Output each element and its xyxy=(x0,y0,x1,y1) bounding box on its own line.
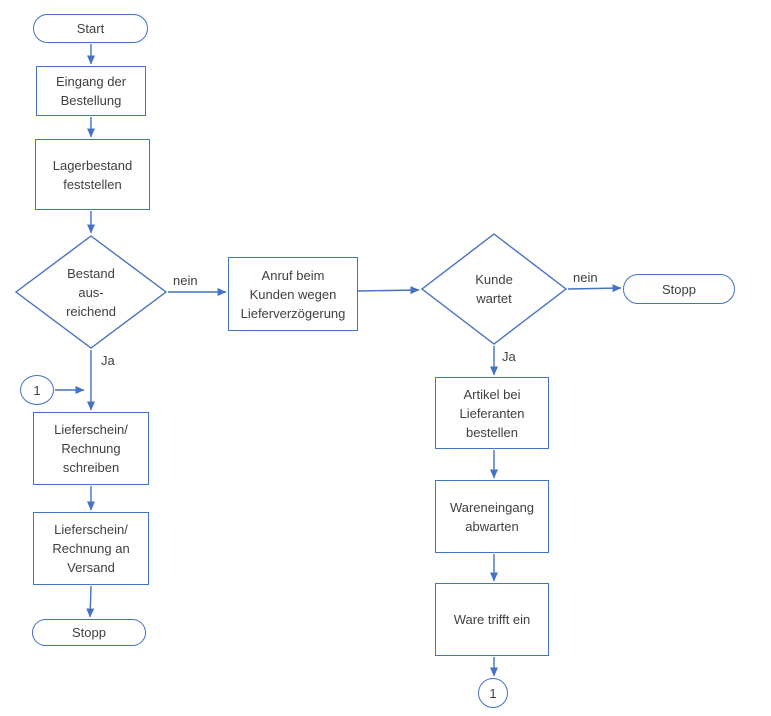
process-ware-trifft-ein: Ware trifft ein xyxy=(435,583,549,656)
terminator-stopp-right: Stopp xyxy=(623,274,735,304)
decision-kunde-wartet: Kunde wartet xyxy=(421,233,567,345)
node-label: 1 xyxy=(33,382,41,398)
decision-bestand-ausreichend: Bestand aus- reichend xyxy=(15,235,167,349)
diamond-shape xyxy=(15,235,167,349)
edge-versand-stopp xyxy=(86,585,95,618)
terminator-start: Start xyxy=(33,14,148,43)
process-anruf-kunden: Anruf beim Kunden wegen Lieferverzögerun… xyxy=(228,257,358,331)
node-label: Lieferschein/ Rechnung schreiben xyxy=(54,422,128,475)
terminator-stopp-left: Stopp xyxy=(32,619,146,646)
edge-label-nein-bestand: nein xyxy=(173,273,198,288)
edge-label-ja-bestand: Ja xyxy=(101,353,115,368)
process-lieferschein-versand: Lieferschein/ Rechnung an Versand xyxy=(33,512,149,585)
node-label: Start xyxy=(76,21,105,36)
node-label: Stopp xyxy=(72,625,106,640)
node-label: Artikel bei Lieferanten bestellen xyxy=(459,386,525,440)
node-label: Bestand aus- reichend xyxy=(66,265,116,319)
edge-label-nein-kunde: nein xyxy=(573,270,598,285)
process-lieferschein-schreiben: Lieferschein/ Rechnung schreiben xyxy=(33,412,149,485)
node-label: Lagerbestand feststellen xyxy=(52,157,133,192)
connector-1-left: 1 xyxy=(20,375,54,405)
process-eingang-bestellung: Eingang der Bestellung xyxy=(36,66,146,116)
node-label: Anruf beim Kunden wegen Lieferverzögerun… xyxy=(240,267,346,321)
node-label: Wareneingang abwarten xyxy=(449,499,535,534)
node-label: Kunde wartet xyxy=(475,272,513,306)
connector-1-right: 1 xyxy=(478,678,508,708)
edge-anruf-kunde xyxy=(357,286,420,295)
process-wareneingang: Wareneingang abwarten xyxy=(435,480,549,553)
diamond-shape xyxy=(421,233,567,345)
edge-label-ja-kunde: Ja xyxy=(502,349,516,364)
node-label: Lieferschein/ Rechnung an Versand xyxy=(52,522,130,575)
process-lagerbestand: Lagerbestand feststellen xyxy=(35,139,150,210)
node-label: Stopp xyxy=(662,281,696,297)
node-label: Ware trifft ein xyxy=(453,612,531,627)
node-label: Eingang der Bestellung xyxy=(55,74,127,108)
process-artikel-bestellen: Artikel bei Lieferanten bestellen xyxy=(435,377,549,449)
node-label: 1 xyxy=(489,685,497,701)
edge-kunde-stopp-nein xyxy=(567,284,622,293)
